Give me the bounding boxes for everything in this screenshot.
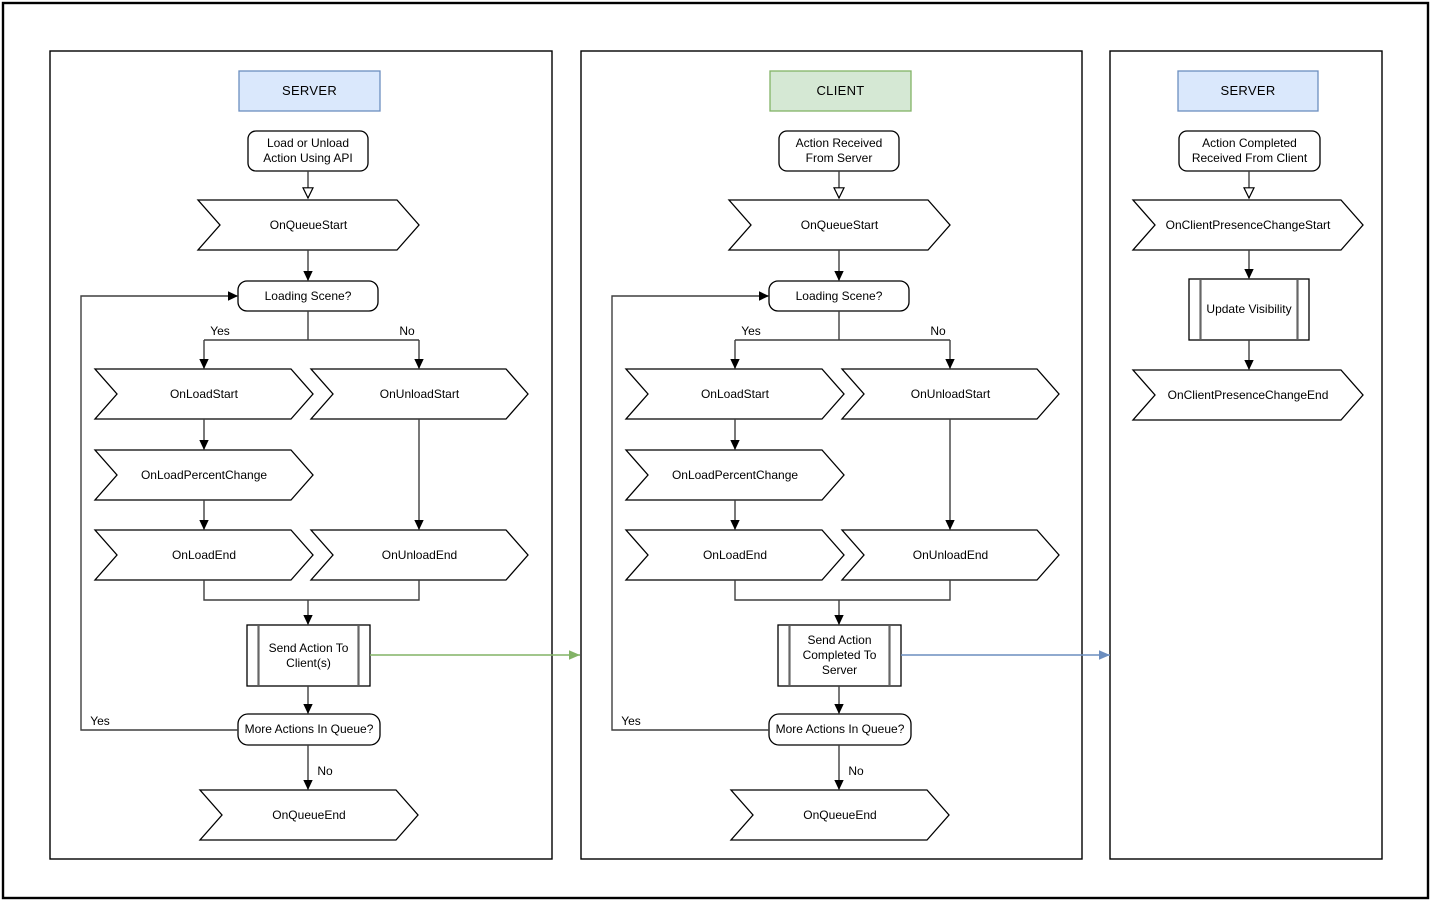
p1-merge-connector [203, 580, 420, 601]
p2-onqueuestart-step [727, 199, 951, 251]
p2-merge-connector [734, 580, 951, 601]
p2-loop-yes-edge [611, 291, 769, 731]
p1-subprocess-box [246, 624, 371, 687]
p1-edges [80, 171, 580, 790]
p1-onunloadstart-step [309, 368, 529, 420]
p1-branch-connector [204, 311, 419, 341]
p3-shapes [1131, 70, 1364, 421]
p2-onunloadend-step [840, 529, 1060, 581]
p1-more-actions-node [237, 713, 381, 746]
p1-start-node [247, 130, 369, 172]
p3-header-box [1177, 70, 1319, 112]
p1-onunloadend-step [309, 529, 529, 581]
p2-branch-connector [735, 311, 950, 341]
p2-onloadpercentchange-step [624, 449, 845, 501]
p2-more-actions-node [768, 713, 912, 746]
p2-onloadend-step [624, 529, 845, 581]
p3-presencechangeend-step [1131, 369, 1364, 421]
p1-onloadpercentchange-step [93, 449, 314, 501]
p1-onloadend-step [93, 529, 314, 581]
p2-edges [611, 171, 1110, 790]
p2-shapes [624, 70, 1060, 841]
p2-onloadstart-step [624, 368, 845, 420]
p1-loop-yes-edge [80, 291, 238, 731]
p1-onqueueend-step [198, 789, 419, 841]
client-panel [580, 50, 1083, 860]
p3-start-node [1178, 130, 1321, 172]
p2-start-node [778, 130, 900, 172]
p2-onunloadstart-step [840, 368, 1060, 420]
p2-loading-scene-node [768, 280, 910, 312]
server-left-panel [49, 50, 553, 860]
p3-subprocess-box [1188, 278, 1310, 341]
p2-subprocess-box [777, 624, 902, 687]
p3-presencechangestart-step [1131, 199, 1364, 251]
p1-onqueuestart-step [196, 199, 420, 251]
p2-onqueueend-step [729, 789, 950, 841]
p1-loading-scene-node [237, 280, 379, 312]
p1-onloadstart-step [93, 368, 314, 420]
p1-shapes [93, 70, 529, 841]
p2-header-box [769, 70, 912, 112]
p1-header-box [238, 70, 381, 112]
server-right-panel [1109, 50, 1383, 860]
